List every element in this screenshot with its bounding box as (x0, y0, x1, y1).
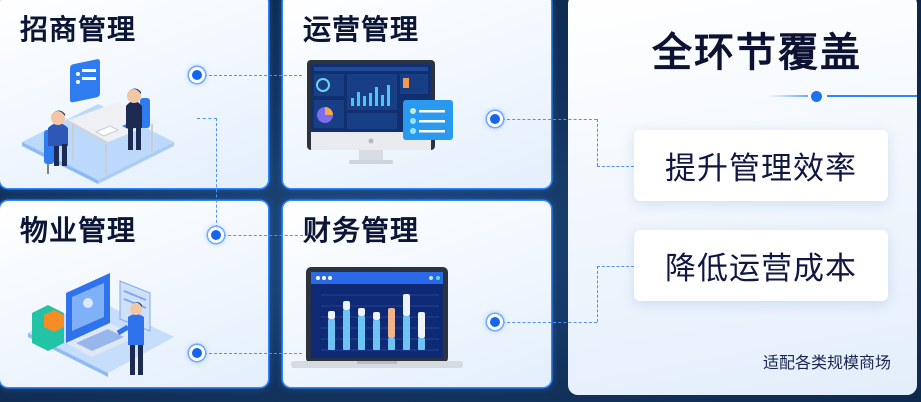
connector-line (216, 118, 217, 228)
connector-line (597, 266, 598, 322)
connector-node-property-bottom (189, 345, 205, 361)
module-title-investment: 招商管理 (20, 13, 137, 46)
connector-line (597, 119, 598, 166)
coverage-panel: 全环节覆盖 提升管理效率 降低运营成本 适配各类规模商场 (568, 0, 917, 395)
connector-node-finance (487, 314, 503, 330)
module-card-operations[interactable]: 运营管理 (283, 0, 551, 188)
connector-line (597, 166, 634, 167)
finance-bars (328, 294, 425, 350)
module-card-investment[interactable]: 招商管理 (0, 0, 268, 188)
accent-line (827, 95, 917, 97)
module-card-finance[interactable]: 财务管理 (283, 201, 551, 387)
connector-node-operations (487, 111, 503, 127)
panel-footnote: 适配各类规模商场 (762, 353, 891, 372)
business-meeting-illustration (18, 56, 178, 184)
connector-line (502, 119, 597, 120)
connector-node-investment (189, 67, 205, 83)
connector-line (223, 235, 303, 236)
module-card-property[interactable]: 物业管理 (0, 201, 268, 387)
laptop-worker-illustration (24, 257, 174, 385)
benefit-cost: 降低运营成本 (634, 230, 888, 301)
module-title-operations: 运营管理 (303, 13, 420, 46)
connector-node-property-top (208, 227, 224, 243)
connector-line (204, 353, 302, 354)
accent-line (768, 95, 808, 97)
accent-dot-icon (811, 91, 822, 102)
connector-line (204, 75, 302, 76)
bar-chart-laptop-illustration (291, 267, 463, 371)
connector-line (502, 322, 597, 323)
ops-bars (351, 85, 390, 106)
dashboard-monitor-illustration (307, 60, 455, 170)
connector-line (597, 266, 634, 267)
module-title-property: 物业管理 (20, 214, 137, 247)
benefit-efficiency: 提升管理效率 (634, 130, 888, 201)
panel-title: 全环节覆盖 (652, 30, 862, 76)
module-title-finance: 财务管理 (303, 214, 420, 247)
connector-line (197, 118, 217, 119)
